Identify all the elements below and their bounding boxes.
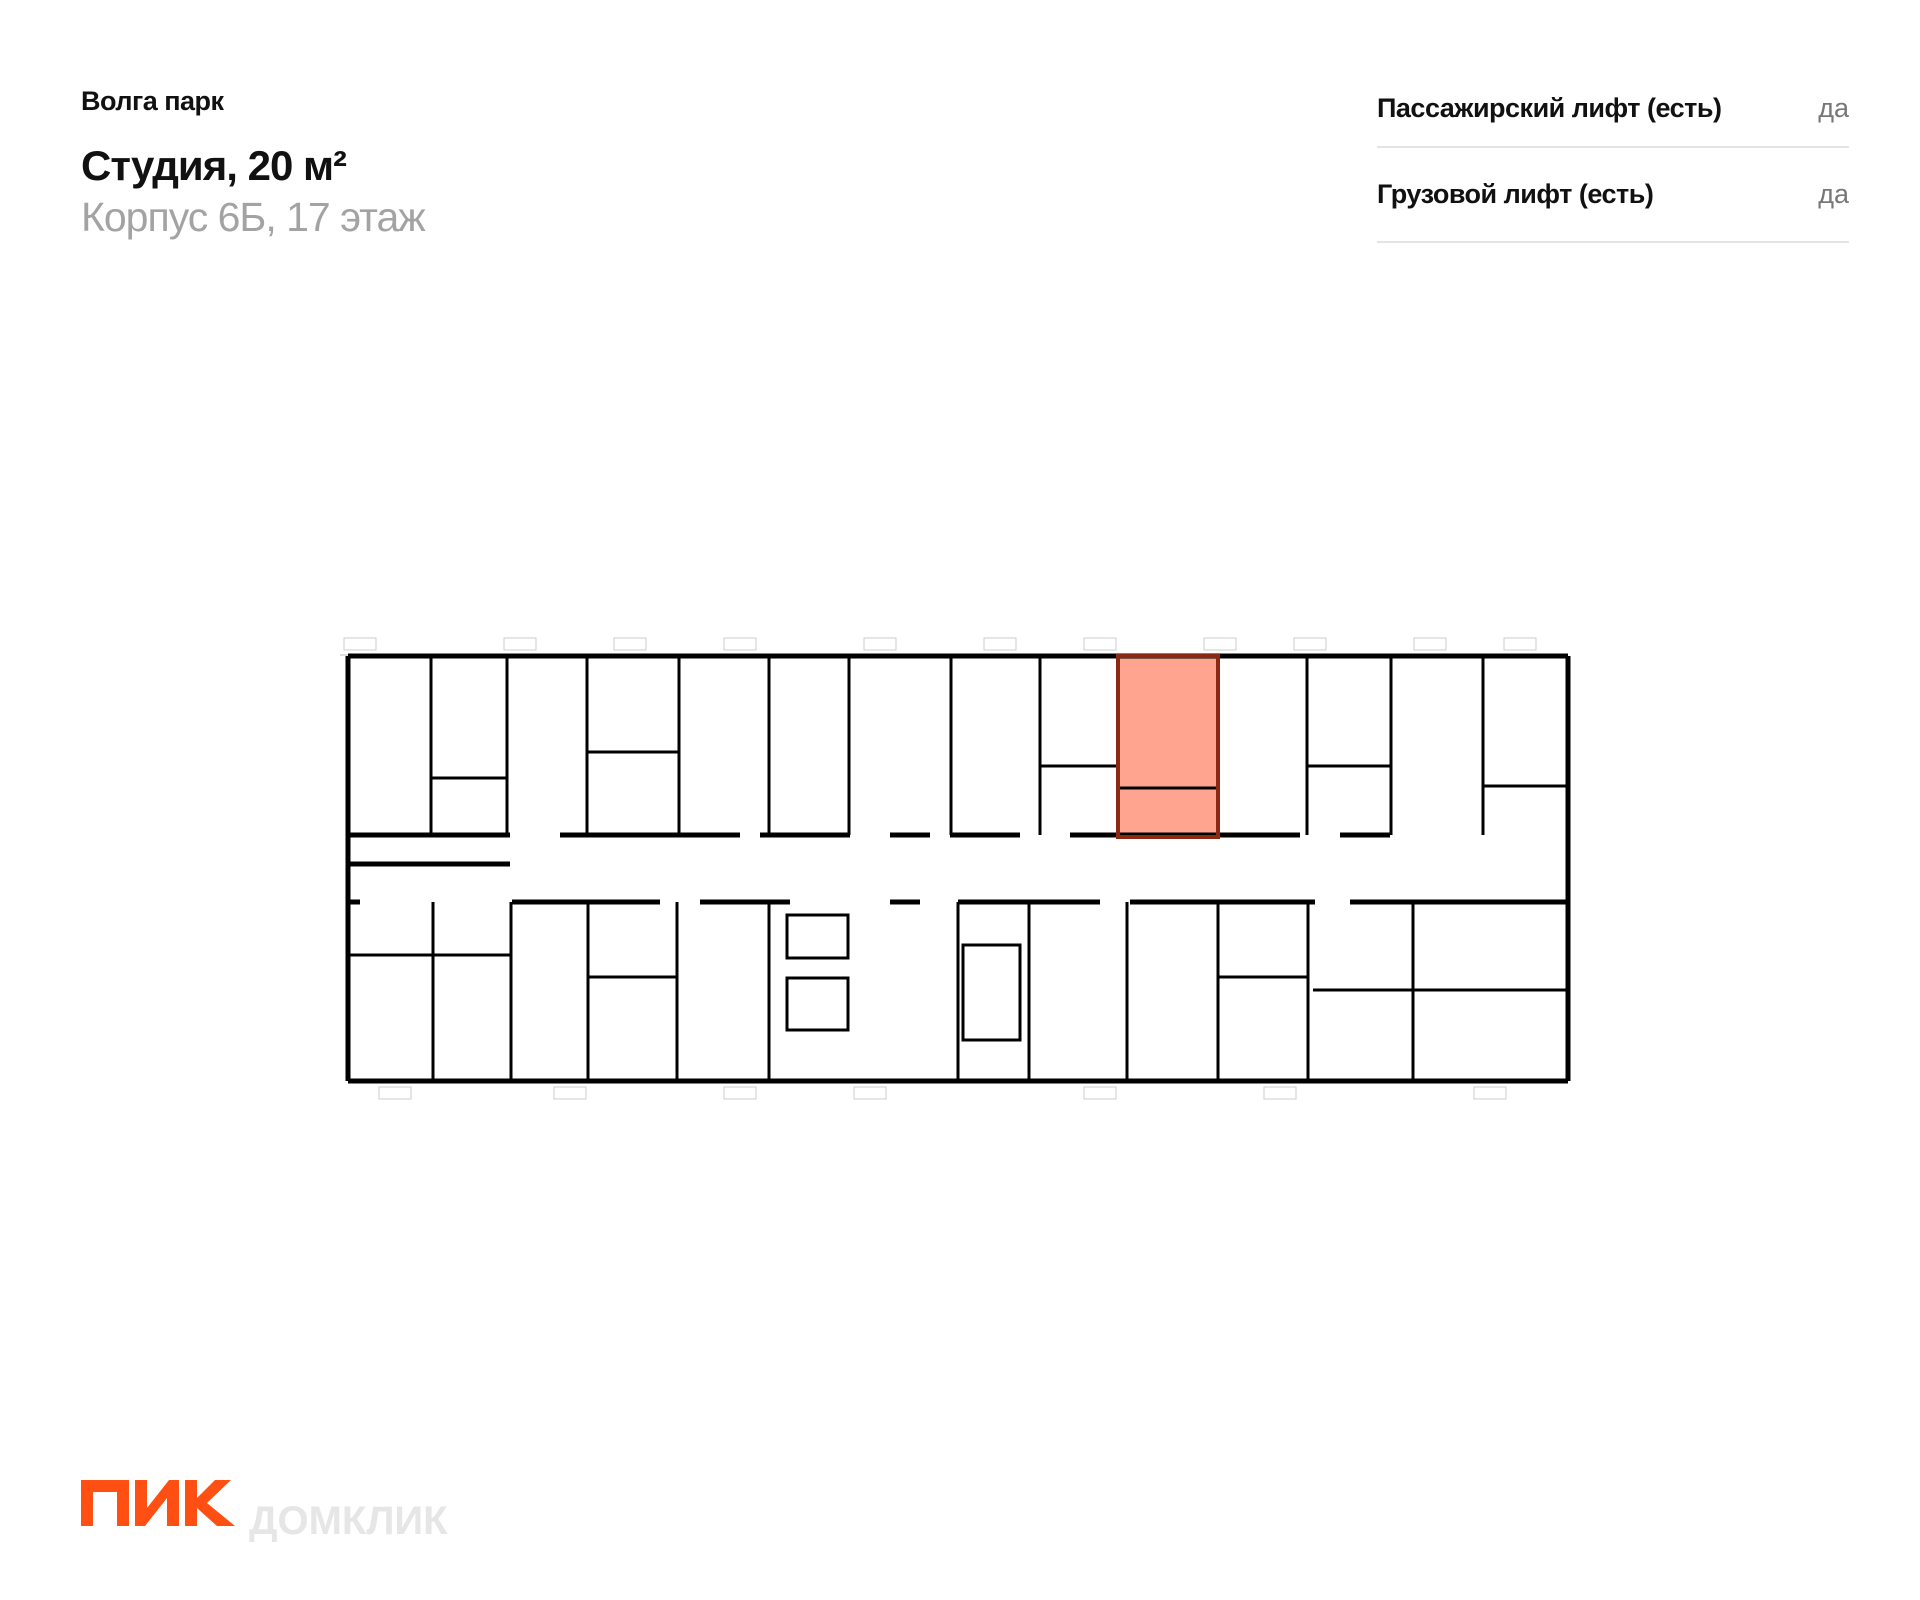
feature-passenger-lift: Пассажирский лифт (есть) да bbox=[1377, 70, 1849, 148]
domclick-watermark: ДОМКЛИК bbox=[249, 1499, 448, 1543]
window-sill bbox=[1473, 1086, 1507, 1100]
apartment-title: Студия, 20 м² bbox=[81, 142, 347, 189]
walls bbox=[345, 653, 1571, 1084]
window-sill bbox=[503, 637, 537, 651]
window-sill bbox=[723, 1086, 757, 1100]
feature-value: да bbox=[1818, 92, 1849, 123]
features-list: Пассажирский лифт (есть) да Грузовой лиф… bbox=[1377, 70, 1849, 243]
window-sill bbox=[553, 1086, 587, 1100]
window-sill bbox=[378, 1086, 412, 1100]
window-sill bbox=[1263, 1086, 1297, 1100]
elevator-shaft bbox=[785, 913, 850, 960]
feature-value: да bbox=[1818, 179, 1849, 209]
feature-freight-lift: Грузовой лифт (есть) да bbox=[1377, 148, 1849, 243]
window-sill bbox=[1413, 637, 1447, 651]
project-name: Волга парк bbox=[81, 86, 224, 116]
elevator-shaft bbox=[785, 976, 850, 1032]
feature-label: Грузовой лифт (есть) bbox=[1377, 179, 1654, 209]
window-sill bbox=[1503, 637, 1537, 651]
window-sill bbox=[1083, 1086, 1117, 1100]
window-sill bbox=[853, 1086, 887, 1100]
window-sill bbox=[1293, 637, 1327, 651]
pik-logo-mark bbox=[81, 1480, 235, 1526]
window-sill bbox=[723, 637, 757, 651]
feature-label: Пассажирский лифт (есть) bbox=[1377, 92, 1722, 123]
window-sill bbox=[343, 637, 377, 651]
window-sill bbox=[613, 637, 647, 651]
building-floor: Корпус 6Б, 17 этаж bbox=[81, 194, 426, 240]
selected-apartment[interactable] bbox=[1118, 656, 1218, 837]
selected-apartment-outline bbox=[1116, 654, 1220, 839]
window-sill bbox=[1083, 637, 1117, 651]
window-sill bbox=[1203, 637, 1237, 651]
windows bbox=[340, 637, 1540, 1100]
window-sill bbox=[863, 637, 897, 651]
stairs bbox=[961, 943, 1022, 1042]
window-sill bbox=[983, 637, 1017, 651]
pik-logo: ДОМКЛИК bbox=[81, 1480, 448, 1543]
